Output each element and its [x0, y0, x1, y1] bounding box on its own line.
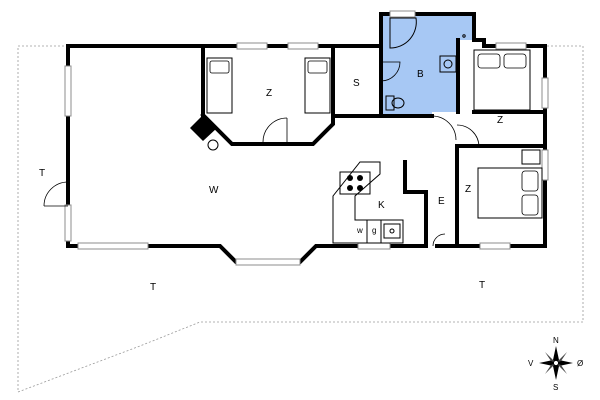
- fireplace: [190, 115, 219, 151]
- terrace-label-bottom-left: T: [150, 282, 156, 293]
- room-labels: W Z S B Z Z K E w g T T T: [39, 69, 503, 293]
- room-label-bedroom-2: Z: [497, 115, 503, 126]
- room-label-entrance: E: [438, 196, 445, 207]
- bedroom-3-bed: [477, 149, 543, 219]
- kitchen-counter: [332, 161, 404, 244]
- interior-walls: [200, 38, 547, 248]
- room-label-bathroom: B: [417, 69, 424, 80]
- bedroom-2-bed: [473, 49, 531, 111]
- appliance-label-washer: w: [356, 226, 363, 235]
- room-label-storage: S: [353, 78, 360, 89]
- doors: [43, 61, 480, 247]
- room-label-bedroom-1: Z: [266, 88, 272, 99]
- terrace-label-bottom-right: T: [479, 280, 485, 291]
- compass-s: S: [553, 383, 558, 392]
- room-label-bedroom-3: Z: [465, 184, 471, 195]
- bathroom-fixtures: [385, 17, 466, 111]
- room-label-living: W: [209, 185, 219, 196]
- terrace-outline: [17, 45, 584, 393]
- room-label-kitchen: K: [378, 200, 385, 211]
- compass-rose: N S V Ø: [528, 336, 583, 392]
- compass-e: Ø: [577, 359, 583, 368]
- appliance-label-fridge: g: [372, 226, 376, 235]
- compass-n: N: [553, 336, 559, 345]
- windows: [64, 10, 549, 266]
- compass-w: V: [528, 359, 534, 368]
- terrace-label-left: T: [39, 168, 45, 179]
- exterior-walls: [66, 12, 547, 264]
- bathroom-fill: [381, 14, 474, 116]
- bedroom-1-beds: [206, 57, 331, 114]
